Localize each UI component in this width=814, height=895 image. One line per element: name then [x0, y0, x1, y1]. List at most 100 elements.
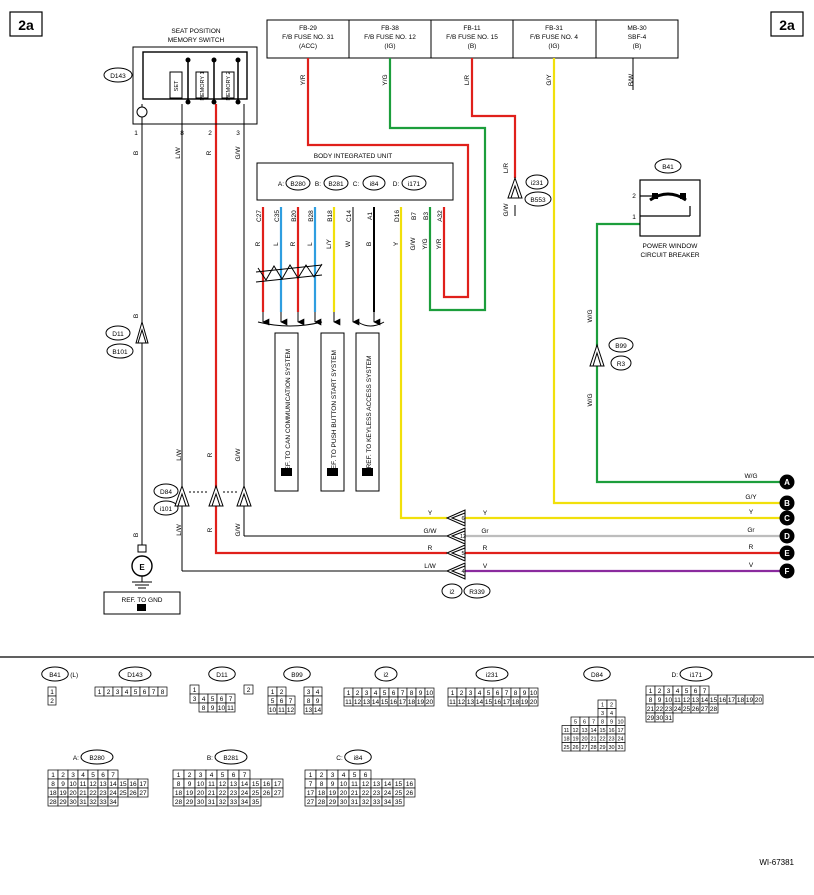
wire-label: R: [749, 544, 754, 551]
ref-box-keyless: REF. TO KEYLESS ACCESS SYSTEM: [355, 332, 380, 492]
pin-number: 24: [674, 706, 682, 713]
wire-yr: [306, 58, 470, 299]
output-letter: C: [784, 514, 790, 523]
pin-number: 33: [230, 799, 238, 806]
wire-label: L/R: [464, 75, 471, 85]
pin-number: 2: [632, 193, 636, 200]
pin-number: 18: [408, 699, 416, 706]
pin-number: 11: [80, 781, 87, 788]
fuse-header: FB-29 F/B FUSE NO. 31 (ACC) FB-38 F/B FU…: [266, 19, 679, 59]
pin-number: 16: [406, 781, 414, 788]
wire-label: V: [483, 563, 488, 570]
page-tag-left-frame: [9, 11, 43, 37]
pin-number: 12: [458, 699, 466, 706]
seat-switch-title-1: SEAT POSITION: [171, 28, 221, 35]
pin-number: 8: [601, 720, 604, 726]
pin-number: 11: [227, 705, 234, 712]
pin-number: 31: [79, 799, 87, 806]
pin-cell: [528, 696, 539, 707]
pin-number: B20: [291, 210, 298, 222]
pin-number: 17: [399, 699, 407, 706]
biu-title: BODY INTEGRATED UNIT: [314, 153, 393, 160]
connector-id: B41: [662, 164, 674, 171]
wire-label: W: [345, 240, 352, 247]
pin-number: 31: [351, 799, 359, 806]
pin-number: 15: [119, 781, 127, 788]
pin-number: 11: [674, 697, 681, 704]
fuse-name: F/B FUSE NO. 12: [364, 34, 416, 41]
pin-number: 12: [89, 781, 97, 788]
pin-number: 14: [109, 781, 117, 788]
output-letter: F: [785, 567, 790, 576]
pin-number: 30: [340, 799, 348, 806]
switch-button-label: MEMORY 2: [226, 71, 232, 100]
fuse-cell: FB-11 F/B FUSE NO. 15 (B): [446, 25, 498, 50]
fuse-supply: (IG): [548, 43, 559, 50]
pin-number: 3: [667, 688, 671, 695]
i2-terminal-inner: [450, 512, 466, 524]
fuse-supply: (IG): [384, 43, 395, 50]
pin-number: 9: [331, 781, 335, 788]
pin-number: 8: [177, 781, 181, 788]
pin-number: 4: [676, 688, 680, 695]
svg-text:C:: C:: [353, 181, 360, 188]
output-terminal: [779, 474, 795, 490]
pin-number: 20: [197, 790, 205, 797]
wire-label: R: [207, 452, 214, 457]
pin-number: 27: [701, 706, 709, 713]
pin-number: 19: [59, 790, 67, 797]
pin-number: 5: [91, 772, 95, 779]
pin-number: 14: [590, 728, 596, 734]
pin-number: 24: [241, 790, 249, 797]
pin-number: 18: [512, 699, 520, 706]
pin-cell: [225, 702, 236, 713]
pin-number: 21: [208, 790, 216, 797]
pin-number: 33: [99, 799, 107, 806]
pin-number: 12: [362, 781, 370, 788]
pin-number: 26: [406, 790, 414, 797]
pin-number: 6: [220, 696, 224, 703]
pin-number: 4: [125, 689, 129, 696]
page-tag-right: 2a: [779, 17, 795, 33]
pin-number: 4: [610, 711, 613, 717]
connector-id: D143: [110, 73, 126, 80]
wire-label: Y: [428, 510, 433, 517]
pin-number: 32: [362, 799, 370, 806]
pin-number: 2: [247, 687, 251, 694]
pin-number: 21: [590, 737, 596, 743]
seat-switch-title-2: MEMORY SWITCH: [168, 37, 225, 44]
pin-number: 31: [665, 715, 673, 722]
pin-number: 3: [469, 690, 473, 697]
pin-number: 8: [180, 130, 184, 137]
connector-badge: [475, 666, 509, 682]
pin-number: 7: [703, 688, 707, 695]
pin-number: 32: [89, 799, 97, 806]
wire-label: Y: [749, 509, 754, 516]
wire-label: L/Y: [326, 238, 333, 248]
ref-text: REF. TO KEYLESS ACCESS SYSTEM: [366, 356, 373, 469]
fuse-supply: (B): [468, 43, 477, 50]
connector-id: i171: [690, 672, 703, 679]
connector-badge: [41, 666, 69, 682]
pin-number: 6: [392, 690, 396, 697]
pin-number: 9: [61, 781, 65, 788]
pin-number: 16: [608, 728, 614, 734]
pin-number: 21: [79, 790, 87, 797]
pin-number: 8: [320, 781, 324, 788]
wire-label: R: [290, 241, 297, 246]
pin-number: 12: [219, 781, 227, 788]
pin-number: 8: [514, 690, 518, 697]
pin-number: 3: [601, 711, 604, 717]
pin-number: 4: [202, 696, 206, 703]
svg-text:A:: A:: [278, 181, 284, 188]
connector-id: B281: [223, 755, 239, 762]
pin-number: 10: [69, 781, 77, 788]
pin-number: 5: [574, 720, 577, 726]
pin-number: 5: [461, 551, 464, 557]
pin-number: 25: [119, 790, 127, 797]
fuse-supply: (ACC): [299, 43, 317, 50]
ref-box-push-button: REF. TO PUSH BUTTON START SYSTEM: [320, 332, 345, 492]
wire-r: [214, 104, 447, 555]
output-terminal: [779, 563, 795, 579]
wire-label: Y/R: [300, 74, 307, 85]
